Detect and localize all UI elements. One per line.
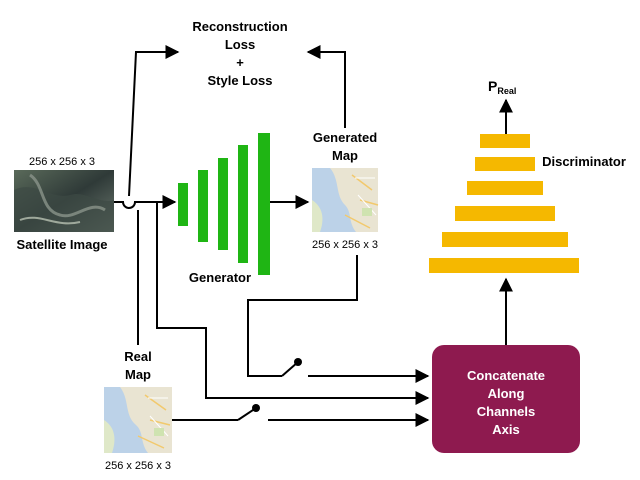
generated-map-thumbnail bbox=[312, 168, 379, 232]
generator-layer-4 bbox=[238, 145, 248, 263]
generated-to-loss-arrow bbox=[306, 45, 346, 128]
satellite-dims: 256 x 256 x 3 bbox=[29, 156, 95, 168]
satellite-to-generator-arrow bbox=[114, 195, 177, 209]
generator-label: Generator bbox=[189, 270, 251, 285]
concat-line-2: Along bbox=[488, 386, 525, 401]
discriminator-layer-3 bbox=[467, 181, 543, 195]
concat-line-1: Concatenate bbox=[467, 368, 545, 383]
generated-map-label-1: Generated bbox=[313, 130, 377, 145]
satellite-image-thumbnail bbox=[14, 170, 114, 232]
switch-icon bbox=[252, 404, 260, 412]
discriminator-layer-1 bbox=[480, 134, 530, 148]
generator-layer-5 bbox=[258, 133, 270, 275]
generated-map-dims: 256 x 256 x 3 bbox=[312, 239, 378, 251]
loss-line-2: Loss bbox=[225, 37, 255, 52]
generated-map-label-2: Map bbox=[332, 148, 358, 163]
discriminator-layer-6 bbox=[429, 258, 579, 273]
real-map-dims: 256 x 256 x 3 bbox=[105, 460, 171, 472]
loss-line-4: Style Loss bbox=[207, 73, 272, 88]
satellite-label: Satellite Image bbox=[16, 237, 107, 252]
generator-network bbox=[178, 133, 270, 275]
switch-icon bbox=[294, 358, 302, 366]
generator-layer-3 bbox=[218, 158, 228, 250]
generator-layer-1 bbox=[178, 183, 188, 226]
discriminator-network bbox=[429, 134, 579, 273]
discriminator-output: PReal bbox=[488, 78, 516, 96]
generator-layer-2 bbox=[198, 170, 208, 242]
real-map-label-2: Map bbox=[125, 367, 151, 382]
discriminator-layer-5 bbox=[442, 232, 568, 247]
generated-to-switch-line bbox=[247, 255, 358, 377]
concat-block: Concatenate Along Channels Axis bbox=[432, 345, 580, 453]
loss-line-3: + bbox=[236, 55, 244, 70]
loss-label: Reconstruction Loss + Style Loss bbox=[192, 19, 287, 88]
real-map-thumbnail bbox=[104, 387, 172, 453]
loss-line-1: Reconstruction bbox=[192, 19, 287, 34]
real-map-label-1: Real bbox=[124, 349, 151, 364]
discriminator-label: Discriminator bbox=[542, 154, 626, 169]
satellite-to-concat-arrow bbox=[156, 202, 430, 405]
concat-line-3: Channels bbox=[477, 404, 536, 419]
discriminator-layer-4 bbox=[455, 206, 555, 221]
concat-line-4: Axis bbox=[492, 422, 519, 437]
loss-input-arrow bbox=[128, 45, 180, 197]
discriminator-layer-2 bbox=[475, 157, 535, 171]
connections bbox=[114, 45, 513, 427]
